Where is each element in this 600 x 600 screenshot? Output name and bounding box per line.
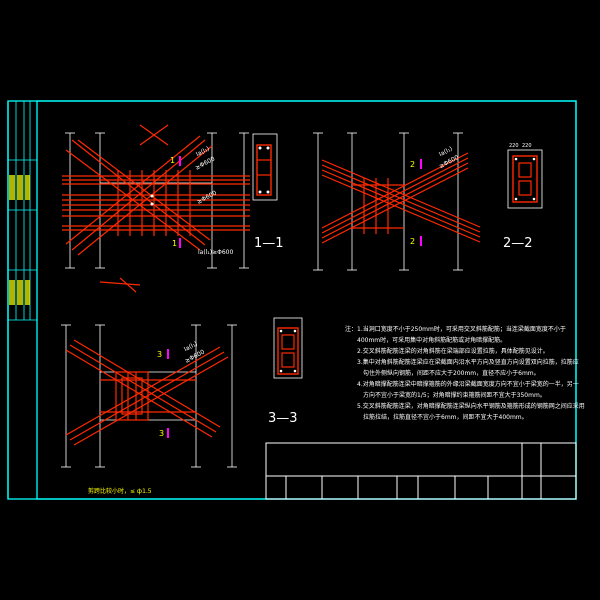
cut-mark-2-bottom: 2 xyxy=(410,237,415,246)
anchor-dim-2: ≥Φ600 xyxy=(196,189,218,205)
title-block xyxy=(265,442,577,500)
detail-3-caption: 剪跨比较小时，≤ ф1.5 xyxy=(88,487,152,495)
note-line-4: 3.集中对角斜筋配筋连梁应在梁截面内沿水平方向及竖直方向设置双向拉筋，拉筋应 xyxy=(357,358,579,366)
cut-mark-3-top: 3 xyxy=(157,350,162,359)
drawing-frame xyxy=(7,100,577,500)
note-line-5: 勾住外侧纵向钢筋，间距不应大于200mm，直径不应小于6mm。 xyxy=(363,369,540,377)
side-strip-text xyxy=(9,175,30,305)
cut-mark-2-top: 2 xyxy=(410,160,415,169)
cut-mark-3-bottom: 3 xyxy=(159,429,164,438)
note-line-6: 4.对角暗撑配筋连梁中暗撑箍筋的外缘沿梁截面宽度方向不宜小于梁宽的一半，另一 xyxy=(357,380,579,388)
note-line-9: 拉筋拉结，拉筋直径不宜小于6mm，间距不宜大于400mm。 xyxy=(363,413,528,421)
section-1-1: 1—1 xyxy=(252,133,284,251)
cut-mark-1-top: 1 xyxy=(170,156,175,165)
anchor-label-1: la(l₁) xyxy=(195,145,211,158)
note-line-8: 5.交叉斜筋配筋连梁，对角暗撑配筋连梁纵向水平钢筋及箍筋形成的钢筋网之间应采用 xyxy=(357,402,585,410)
note-line-2: 400mm时，可采用集中对角斜筋配筋或对角暗撑配筋。 xyxy=(357,336,506,344)
general-notes: 注：1.当洞口宽度不小于250mm时，可采用交叉斜筋配筋；当连梁截面宽度不小于 … xyxy=(345,325,585,421)
outer-frame-rect xyxy=(7,100,577,500)
dim-width-2: 220 xyxy=(522,143,532,149)
section-3-3: 3—3 xyxy=(268,317,303,426)
detail-3: 3 3 la(l₁) ≥Φ600 剪跨比较小时，≤ ф1.5 xyxy=(61,324,237,495)
section-2-2: 220 220 2—2 xyxy=(503,143,543,251)
detail-2: 2 2 la(l₁) ≥Φ600 xyxy=(313,132,481,271)
section-label-1: 1—1 xyxy=(254,236,284,251)
section-label-2: 2—2 xyxy=(503,236,533,251)
note-line-1: 注：1.当洞口宽度不小于250mm时，可采用交叉斜筋配筋；当连梁截面宽度不小于 xyxy=(345,325,566,333)
cut-mark-1-bottom: 1 xyxy=(172,239,177,248)
dim-width-1: 220 xyxy=(509,143,519,149)
anchor-dim-bottom: la(l₁)≥Φ600 xyxy=(198,249,233,256)
inner-frame-rect xyxy=(36,100,577,500)
note-line-3: 2.交叉斜筋配筋连梁的对角斜筋在梁端部应设置拉筋，具体配筋见设计。 xyxy=(357,347,549,355)
detail-1: 1 1 la(l₁) ≥Φ600 ≥Φ600 la(l₁)≥Φ600 xyxy=(62,124,250,293)
note-line-7: 方向不宜小于梁宽的1/5；对角暗撑约束箍筋间距不宜大于350mm。 xyxy=(363,391,546,399)
section-label-3: 3—3 xyxy=(268,411,298,426)
